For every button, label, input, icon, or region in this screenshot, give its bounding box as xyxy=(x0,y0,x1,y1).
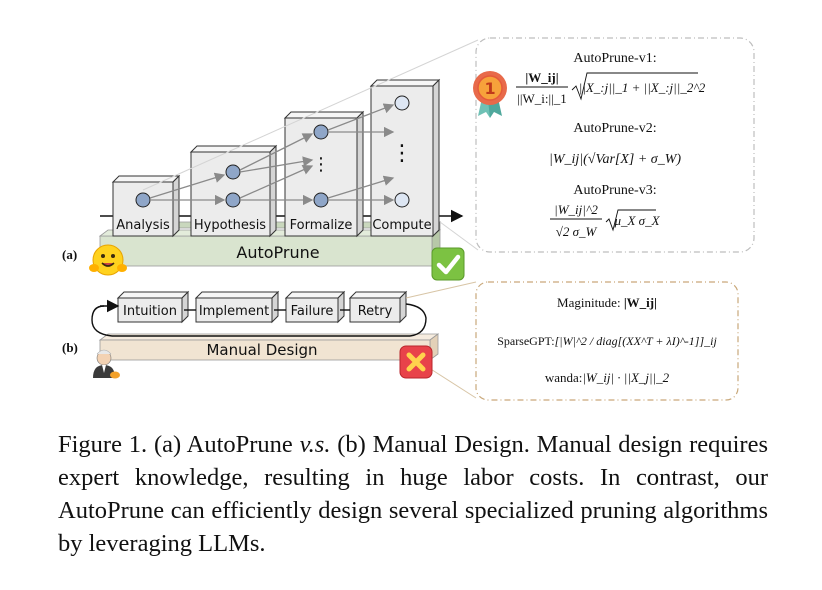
first-place-medal-icon: 1 xyxy=(473,71,507,118)
stage-block-compute: ⋮ Compute xyxy=(369,78,441,238)
analysis-node xyxy=(135,192,151,208)
manual-formula-box: Maginitude: |W_ij| SparseGPT:[|W|^2 / di… xyxy=(475,281,739,401)
v1-formula-denominator: ||W_i:||_1 xyxy=(517,91,566,106)
manual-platform-label: Manual Design xyxy=(206,341,317,359)
autoprune-formula-box: 1 AutoPrune-v1: |W_ij| ||W_i:||_1 ||X_:j… xyxy=(473,37,755,253)
stage-block-retry: Retry xyxy=(348,290,408,324)
connector-line xyxy=(439,221,479,251)
panel-b-tag: (b) xyxy=(62,340,78,355)
connector-line xyxy=(405,281,477,299)
compute-node-1 xyxy=(394,95,410,111)
stage-label-compute: Compute xyxy=(372,218,431,233)
stage-label-failure: Failure xyxy=(291,304,334,319)
hypothesis-node-1 xyxy=(225,164,241,180)
stage-block-analysis: Analysis xyxy=(111,174,181,238)
v3-formula: |W_ij|^2 √2 σ_W μ_X σ_X xyxy=(550,202,661,239)
stage-label-formalize: Formalize xyxy=(290,218,353,233)
sparsegpt-formula: SparseGPT:[|W|^2 / diag[(XX^T + λI)^-1]]… xyxy=(497,334,717,348)
v2-title: AutoPrune-v2: xyxy=(573,121,656,136)
hugging-face-emoji-icon xyxy=(89,244,127,276)
stage-block-implement: Implement xyxy=(194,290,280,324)
autoprune-platform-label: AutoPrune xyxy=(236,243,319,262)
stage-block-hypothesis: Hypothesis xyxy=(189,144,278,238)
caption-part2: (b) Manual Design. Manual design require… xyxy=(58,431,769,557)
manual-platform: Manual Design xyxy=(98,333,440,361)
compute-ellipsis-icon: ⋮ xyxy=(391,141,413,166)
caption-part1: (a) AutoPrune xyxy=(147,431,300,458)
autoprune-panel: AutoPrune Analysis Hypothesis ⋮ xyxy=(62,39,479,281)
stage-label-hypothesis: Hypothesis xyxy=(194,218,266,233)
stage-label-analysis: Analysis xyxy=(116,218,170,233)
formalize-node-1 xyxy=(313,124,329,140)
caption-versus: v.s. xyxy=(299,431,331,458)
retry-loop-arrows xyxy=(91,299,427,337)
formalize-node-2 xyxy=(313,192,329,208)
green-check-icon xyxy=(431,247,465,281)
v1-formula-sqrt: ||X_:j||_1 + ||X_:j||_2^2 xyxy=(579,80,706,95)
v3-formula-sqrt: μ_X σ_X xyxy=(613,213,660,228)
red-cross-icon xyxy=(399,345,433,379)
flow-arrows xyxy=(149,103,395,206)
stage-label-implement: Implement xyxy=(199,304,269,319)
caption-label: Figure 1. xyxy=(58,431,148,458)
formalize-ellipsis-icon: ⋮ xyxy=(312,154,330,175)
stage-block-failure: Failure xyxy=(284,290,346,324)
v2-formula: |W_ij|(√Var[X] + σ_W) xyxy=(549,152,681,167)
stage-block-formalize: ⋮ Formalize xyxy=(283,110,365,238)
stage-label-intuition: Intuition xyxy=(123,304,177,319)
panel-a-tag: (a) xyxy=(62,247,77,262)
figure-caption: Figure 1. (a) AutoPrune v.s. (b) Manual … xyxy=(58,428,768,560)
svg-text:1: 1 xyxy=(484,79,495,98)
hypothesis-node-2 xyxy=(225,192,241,208)
connector-line xyxy=(142,39,479,191)
v1-title: AutoPrune-v1: xyxy=(573,51,656,66)
stage-block-intuition: Intuition xyxy=(116,290,190,324)
v1-formula: |W_ij| ||W_i:||_1 ||X_:j||_1 + ||X_:j||_… xyxy=(516,70,706,106)
v3-formula-denominator: √2 σ_W xyxy=(556,224,598,239)
magnitude-formula: Maginitude: |W_ij| xyxy=(557,295,657,310)
v1-formula-numerator: |W_ij| xyxy=(525,70,558,85)
stage-label-retry: Retry xyxy=(358,304,393,319)
scientist-person-icon xyxy=(93,349,120,379)
v3-title: AutoPrune-v3: xyxy=(573,183,656,198)
connector-line xyxy=(425,365,477,399)
manual-panel: Manual Design Intuition Implement Failur… xyxy=(62,281,477,399)
v3-formula-numerator: |W_ij|^2 xyxy=(554,202,598,217)
compute-node-2 xyxy=(394,192,410,208)
wanda-formula: wanda:|W_ij| · ||X_j||_2 xyxy=(545,370,670,385)
